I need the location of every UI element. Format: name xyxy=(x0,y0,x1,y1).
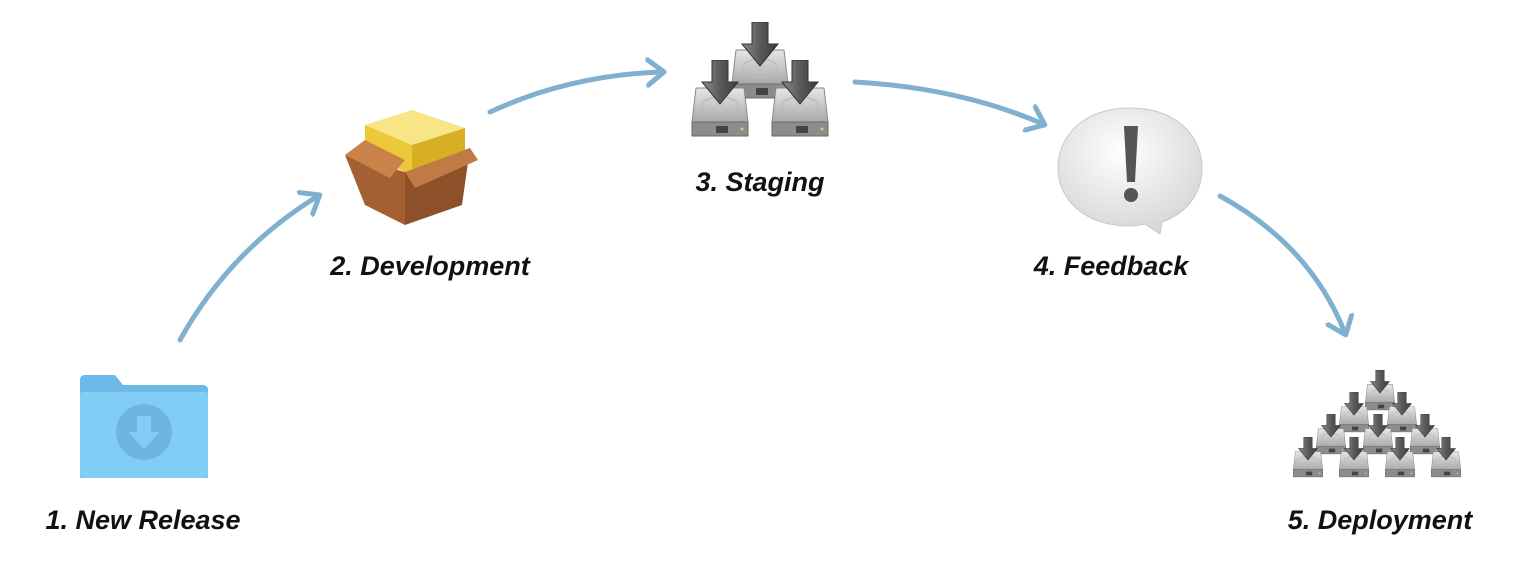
arrow-2-to-3 xyxy=(487,72,662,115)
step-label-deployment: 5. Deployment xyxy=(1287,505,1473,535)
step-label-staging: 3. Staging xyxy=(695,167,825,197)
package-box-icon xyxy=(345,110,478,225)
arrow-3-to-4 xyxy=(852,79,1043,124)
arrow-4-to-5 xyxy=(1217,193,1345,333)
drives-pyramid-icon xyxy=(1292,370,1462,478)
arrow-1-to-2 xyxy=(177,196,318,343)
drive-icon xyxy=(731,22,789,99)
alert-bubble-icon xyxy=(1057,107,1203,235)
step-label-feedback: 4. Feedback xyxy=(1033,251,1189,281)
drive-icon xyxy=(1364,370,1396,411)
folder-download-icon xyxy=(80,375,208,478)
step-label-new-release: 1. New Release xyxy=(45,505,241,535)
drives-icon xyxy=(691,22,829,137)
drive-icon xyxy=(1338,392,1370,433)
step-label-development: 2. Development xyxy=(330,251,530,281)
